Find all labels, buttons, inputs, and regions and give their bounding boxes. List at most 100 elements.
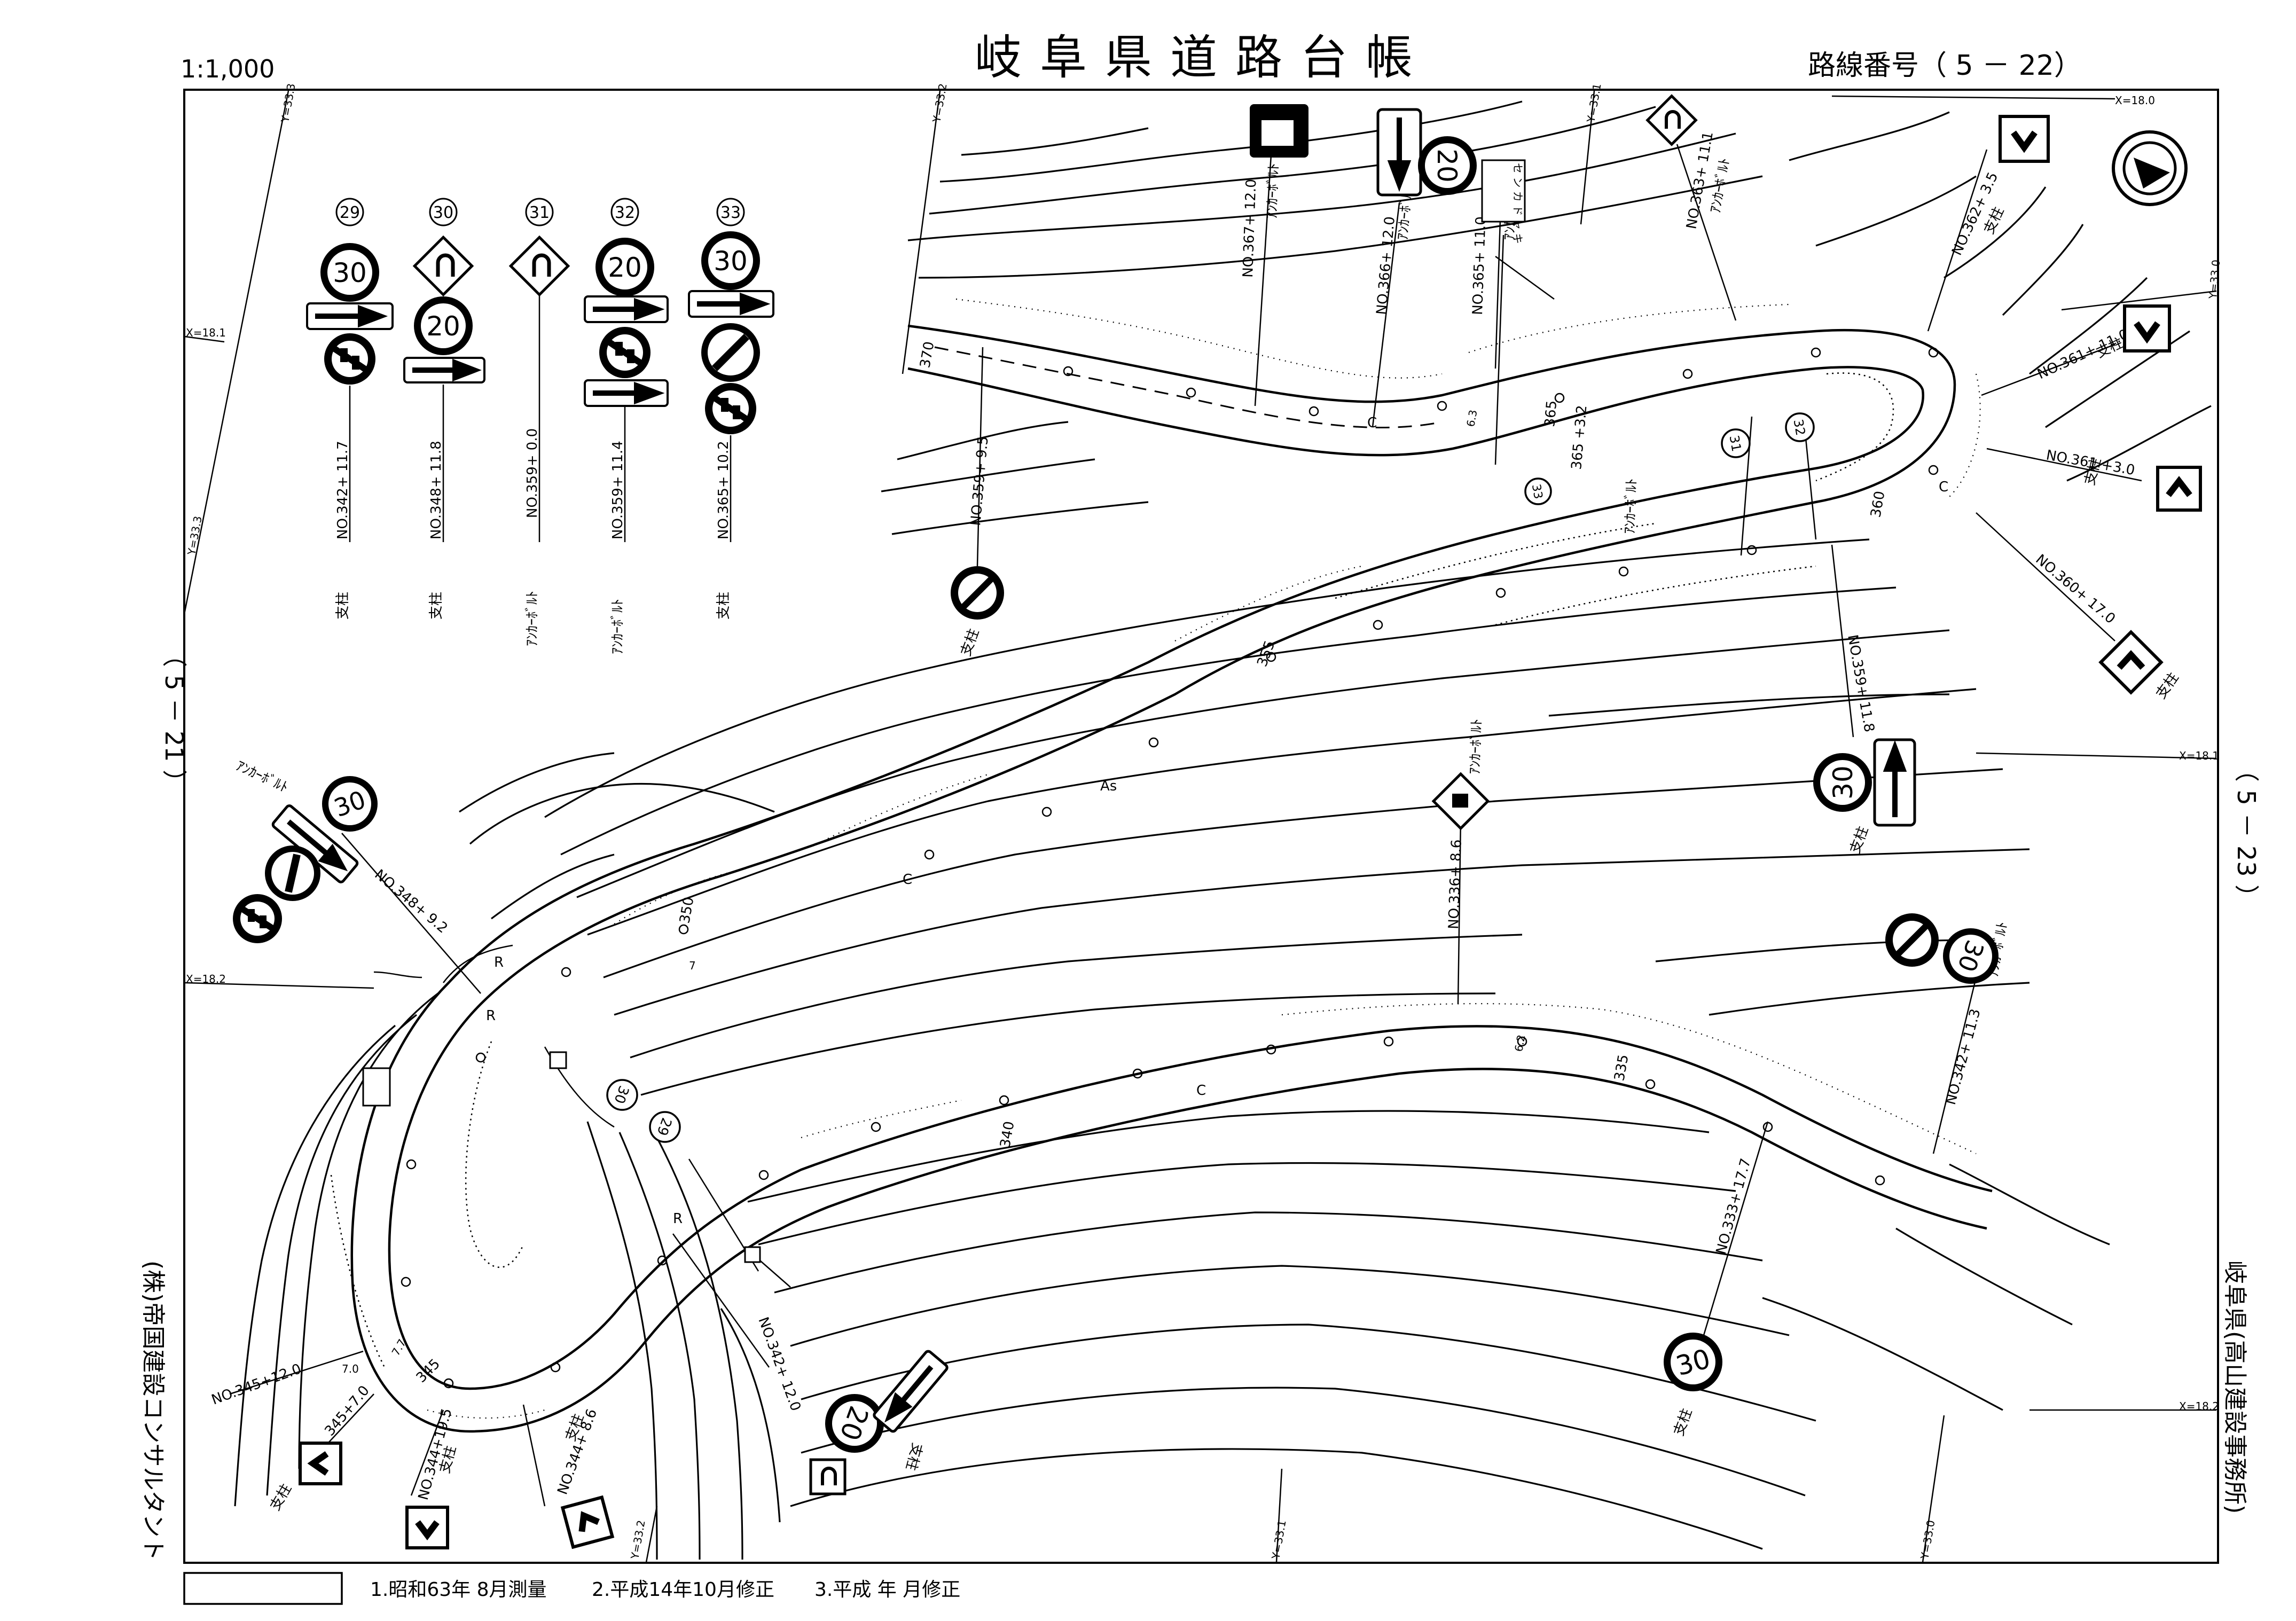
footer-box: [183, 1572, 343, 1605]
post-label: 支柱: [958, 627, 982, 658]
grid-label: Y=33.1: [1584, 82, 1604, 124]
chevron-sign-icon: [560, 1495, 615, 1549]
station-label: NO.359+ 9.5: [968, 435, 992, 526]
contour-lines: [234, 100, 2212, 1560]
surface-label: R: [494, 954, 504, 970]
legend-post: 支柱: [716, 592, 732, 620]
legend-station: NO.359+ 11.4: [610, 441, 626, 539]
end-of-restriction-icon: [701, 323, 760, 382]
svg-text:20: 20: [608, 252, 642, 283]
one-way-arrow-icon: [873, 1350, 949, 1433]
speed-limit-sign-icon: 20: [825, 1394, 884, 1453]
no-parking-sign-icon: [951, 566, 1004, 620]
legend-post: ｱﾝｶｰﾎﾞﾙﾄ: [610, 599, 626, 654]
station-label: NO.342+ 12.0: [755, 1315, 803, 1413]
station-label: NO.359+ 11.8: [1844, 633, 1877, 733]
station-label: NO.367+ 12.0: [1240, 179, 1259, 278]
end-of-restriction-icon: [265, 845, 320, 901]
svg-text:30: 30: [714, 246, 748, 277]
post-label: 支柱: [1671, 1406, 1695, 1438]
chevron-sign-icon: [405, 1506, 449, 1549]
u-turn-warning-icon: [508, 235, 570, 297]
speed-limit-sign-icon: 30: [701, 231, 760, 290]
speed-limit-sign-icon: 20: [1418, 136, 1477, 195]
svg-text:33: 33: [1529, 483, 1545, 500]
svg-text:31: 31: [1727, 434, 1744, 453]
sign-marker-icon: 33: [1524, 477, 1552, 505]
speed-limit-sign-icon: 30: [1664, 1333, 1722, 1391]
dimension-label: 7.0: [342, 1362, 359, 1375]
surface-label: C: [903, 872, 912, 888]
grid-label: Y=33.2: [628, 1519, 648, 1561]
right-sheet-label: （ 5 － 23 ）: [2232, 757, 2261, 909]
station-label: NO.360+ 17.0: [2033, 551, 2119, 627]
grid-label: Y=33.1: [1269, 1519, 1289, 1561]
sign-marker-icon: 29: [649, 1111, 681, 1143]
surface-label: R: [673, 1211, 683, 1227]
leader-lines: [229, 144, 2142, 1507]
dimension-label: 7.7: [389, 1337, 409, 1358]
sign-marker-icon: 31: [1721, 428, 1751, 458]
sign-marker-icon: 32: [1785, 412, 1815, 442]
speed-limit-sign-icon: 30: [322, 776, 378, 832]
station-mark: 360: [1868, 490, 1888, 519]
caution-board: [1481, 159, 1526, 223]
dimension-label: 6.2: [1512, 1033, 1527, 1052]
station-mark: 365: [1542, 400, 1560, 428]
chevron-sign-icon: [1999, 115, 2050, 163]
svg-text:20: 20: [426, 311, 460, 342]
chevron-sign-icon: [2156, 466, 2202, 512]
no-overtaking-icon: [599, 327, 651, 378]
station-label: NO.348+ 9.2: [372, 866, 451, 936]
warning-sign-icon: [1431, 772, 1490, 831]
no-overtaking-icon: [705, 383, 756, 434]
road-alignment: [330, 298, 1993, 1433]
post-label: 支柱: [267, 1481, 295, 1513]
legend-station: NO.359+ 0.0: [524, 428, 540, 518]
grid-label: X=18.2: [186, 973, 226, 985]
station-label: NO.333+ 17.7: [1713, 1157, 1754, 1256]
grid-label: Y=33.3: [278, 82, 298, 124]
map-scale: 1:1,000: [181, 54, 275, 83]
legend-post: 支柱: [428, 592, 444, 620]
sign-legend: 29 30 31 32 33 30 20: [306, 198, 774, 654]
station-label: NO.336+ 8.6: [1446, 839, 1465, 929]
station-mark: 355: [1254, 638, 1278, 669]
legend-number: 30: [433, 203, 453, 222]
svg-text:30: 30: [1828, 765, 1859, 800]
post-label: ｱﾝｶｰﾎﾞﾙﾄ: [1264, 163, 1282, 219]
u-turn-warning-icon: [1645, 94, 1698, 146]
grid-label: Y=33.0: [1918, 1519, 1938, 1561]
u-turn-warning-icon: [412, 235, 474, 297]
one-way-arrow-icon: [271, 804, 359, 883]
company-label: (株)帝国建設コンサルタント: [139, 1260, 167, 1561]
dimension-label: 7: [689, 959, 696, 972]
u-turn-sign-icon: [809, 1458, 847, 1495]
station-mark: 335: [1611, 1053, 1632, 1082]
legend-post: ｱﾝｶｰﾎﾞﾙﾄ: [524, 591, 540, 646]
grid-label: X=18.0: [2115, 94, 2155, 107]
chevron-sign-icon: [2098, 630, 2164, 695]
surface-label: C: [1939, 479, 1948, 495]
station-label: NO.366+ 12.0: [1374, 216, 1398, 316]
station-mark: 365 +3.2: [1569, 404, 1590, 470]
structure-box-icon: [362, 1067, 391, 1107]
chevron-sign-icon: [2123, 304, 2171, 353]
structure-box-icon: [549, 1051, 567, 1069]
speed-limit-sign-icon: 20: [414, 296, 473, 355]
station-mark: 370: [917, 340, 937, 369]
route-number: 路線番号（ 5 － 22）: [1808, 50, 2082, 82]
legend-station: NO.342+ 11.7: [335, 441, 351, 539]
legend-number: 32: [615, 203, 635, 222]
caution-text: セ ン カ ド ャ キ: [1511, 163, 1524, 244]
no-overtaking-icon: [233, 894, 282, 943]
grid-label: X=18.1: [2179, 749, 2219, 762]
station-mark: 340: [997, 1120, 1017, 1149]
speed-limit-sign-icon: 30: [320, 243, 379, 302]
no-parking-sign-icon: [1885, 913, 1939, 967]
legend-station: NO.365+ 10.2: [716, 441, 732, 539]
grid-label: Y=33.0: [2206, 259, 2222, 300]
surface-label: C: [1367, 415, 1377, 431]
post-label: 支柱: [2153, 670, 2182, 702]
